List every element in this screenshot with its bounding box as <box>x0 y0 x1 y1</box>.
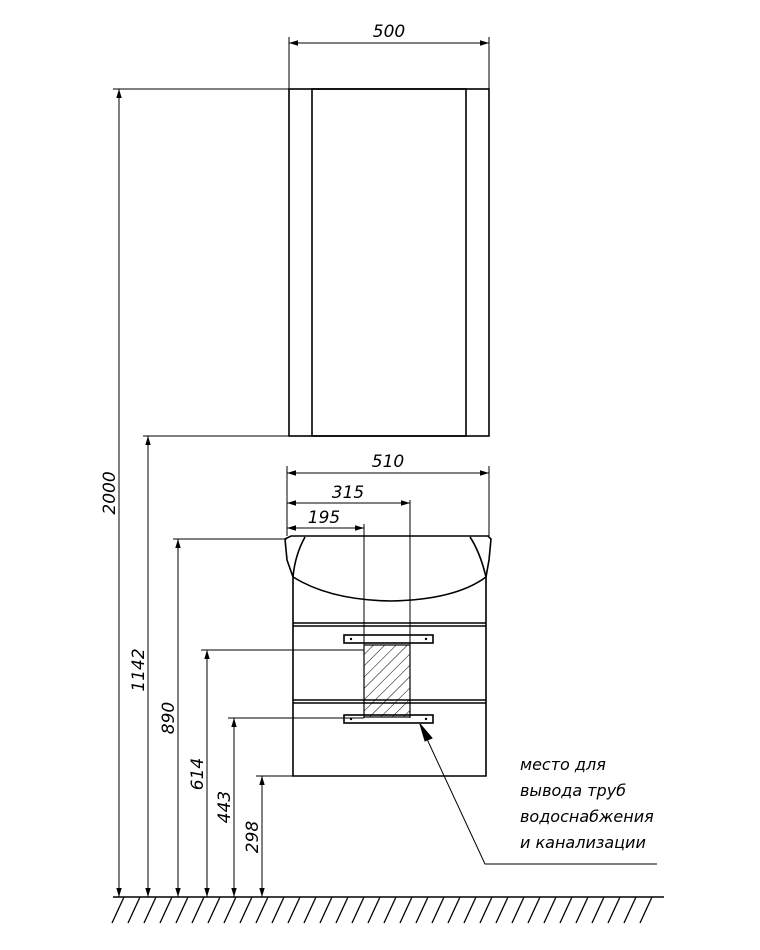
hatch-stroke <box>127 896 141 924</box>
hatch-stroke <box>511 896 525 924</box>
floor <box>111 896 664 924</box>
dim-label-1142: 1142 <box>129 648 149 691</box>
hatch-stroke <box>335 896 349 924</box>
dim-height-890: 890 <box>159 538 287 897</box>
hatch-stroke <box>175 896 189 924</box>
hatch-stroke <box>207 896 221 924</box>
hatch-stroke <box>351 896 365 924</box>
dim-label-195: 195 <box>308 508 340 528</box>
hatch-stroke <box>287 896 301 924</box>
hatch-stroke <box>607 896 621 924</box>
drawer-handle-bottom <box>343 714 434 724</box>
hatch-stroke <box>591 896 605 924</box>
hatch-stroke <box>191 896 205 924</box>
pipe-outlet-note: место для вывода труб водоснабжения и ка… <box>419 723 657 865</box>
dim-label-510: 510 <box>372 452 404 472</box>
hatch-stroke <box>239 896 253 924</box>
hatch-stroke <box>303 896 317 924</box>
hatch-stroke <box>159 896 173 924</box>
dim-offset-195: 195 <box>287 508 365 718</box>
drawer-handle-top <box>343 634 434 644</box>
dim-label-315: 315 <box>332 483 364 503</box>
dim-label-890: 890 <box>159 702 179 734</box>
hatch-stroke <box>479 896 493 924</box>
dim-vanity-width: 510 <box>286 452 490 536</box>
cabinet-outline <box>288 88 490 437</box>
dim-label-2000: 2000 <box>100 471 120 514</box>
vanity-unit <box>284 535 492 777</box>
pipe-area-hatch <box>363 644 411 718</box>
hatch-stroke <box>575 896 589 924</box>
hatch-stroke <box>415 896 429 924</box>
hatch-stroke <box>559 896 573 924</box>
hatch-stroke <box>143 896 157 924</box>
hatch-stroke <box>367 896 381 924</box>
hatch-stroke <box>543 896 557 924</box>
hatch-stroke <box>319 896 333 924</box>
dim-height-298: 298 <box>243 775 293 897</box>
hatch-stroke <box>383 896 397 924</box>
dim-height-1142: 1142 <box>129 435 289 897</box>
basin-curve <box>292 536 487 602</box>
hatch-stroke <box>463 896 477 924</box>
hatch-stroke <box>399 896 413 924</box>
dim-label-298: 298 <box>243 821 263 854</box>
note-line-1: место для <box>520 755 606 774</box>
hatch-stroke <box>431 896 445 924</box>
hatch-stroke <box>447 896 461 924</box>
note-line-2: вывода труб <box>520 781 626 800</box>
hatch-stroke <box>495 896 509 924</box>
cabinet-door <box>311 88 467 437</box>
floor-hatching <box>111 896 653 924</box>
dim-height-2000: 2000 <box>100 88 289 897</box>
hatch-stroke <box>639 896 653 924</box>
basin-curve-left <box>292 536 306 578</box>
handle-screw <box>424 717 428 721</box>
hatch-stroke <box>255 896 269 924</box>
note-line-3: водоснабжения <box>520 807 654 826</box>
leader-line <box>419 723 657 865</box>
hatch-stroke <box>223 896 237 924</box>
hatch-stroke <box>271 896 285 924</box>
hatch-stroke <box>111 896 125 924</box>
dim-height-614: 614 <box>188 649 364 897</box>
note-line-4: и канализации <box>520 833 646 852</box>
leader-arrow <box>419 723 433 742</box>
wall-cabinet <box>288 88 490 437</box>
dim-cabinet-width: 500 <box>288 22 490 89</box>
handle-screw <box>424 637 428 641</box>
dim-label-500: 500 <box>373 22 405 42</box>
handle-screw <box>349 637 353 641</box>
dim-label-443: 443 <box>215 791 235 823</box>
hatch-stroke <box>623 896 637 924</box>
dim-height-443: 443 <box>215 717 364 897</box>
dim-label-614: 614 <box>188 758 208 790</box>
hatch-stroke <box>527 896 541 924</box>
dim-offset-315: 315 <box>287 483 411 718</box>
